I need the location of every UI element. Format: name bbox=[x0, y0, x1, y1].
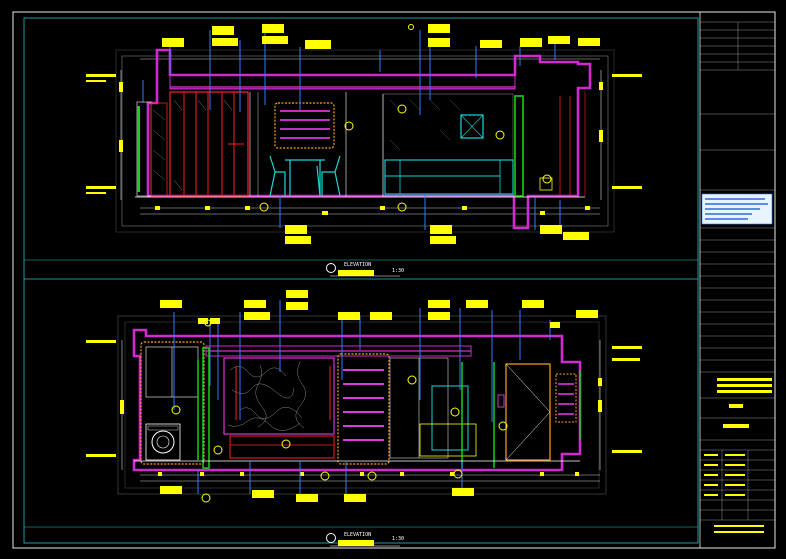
elevation-top-caption: ELEVATION bbox=[344, 262, 371, 268]
elevation-top: ELEVATION 1:30 bbox=[24, 24, 698, 277]
elevation-top-scale: 1:30 bbox=[392, 268, 404, 274]
elevation-bottom-scale: 1:30 bbox=[392, 536, 404, 542]
sheet-border bbox=[12, 11, 776, 549]
elevation-bottom: ELEVATION 1:30 bbox=[24, 290, 698, 547]
washer-drum-icon bbox=[151, 430, 175, 454]
elevation-bottom-caption: ELEVATION bbox=[344, 532, 371, 538]
section-marker-icon bbox=[326, 533, 336, 543]
title-block bbox=[699, 11, 776, 549]
section-marker-icon bbox=[326, 263, 336, 273]
